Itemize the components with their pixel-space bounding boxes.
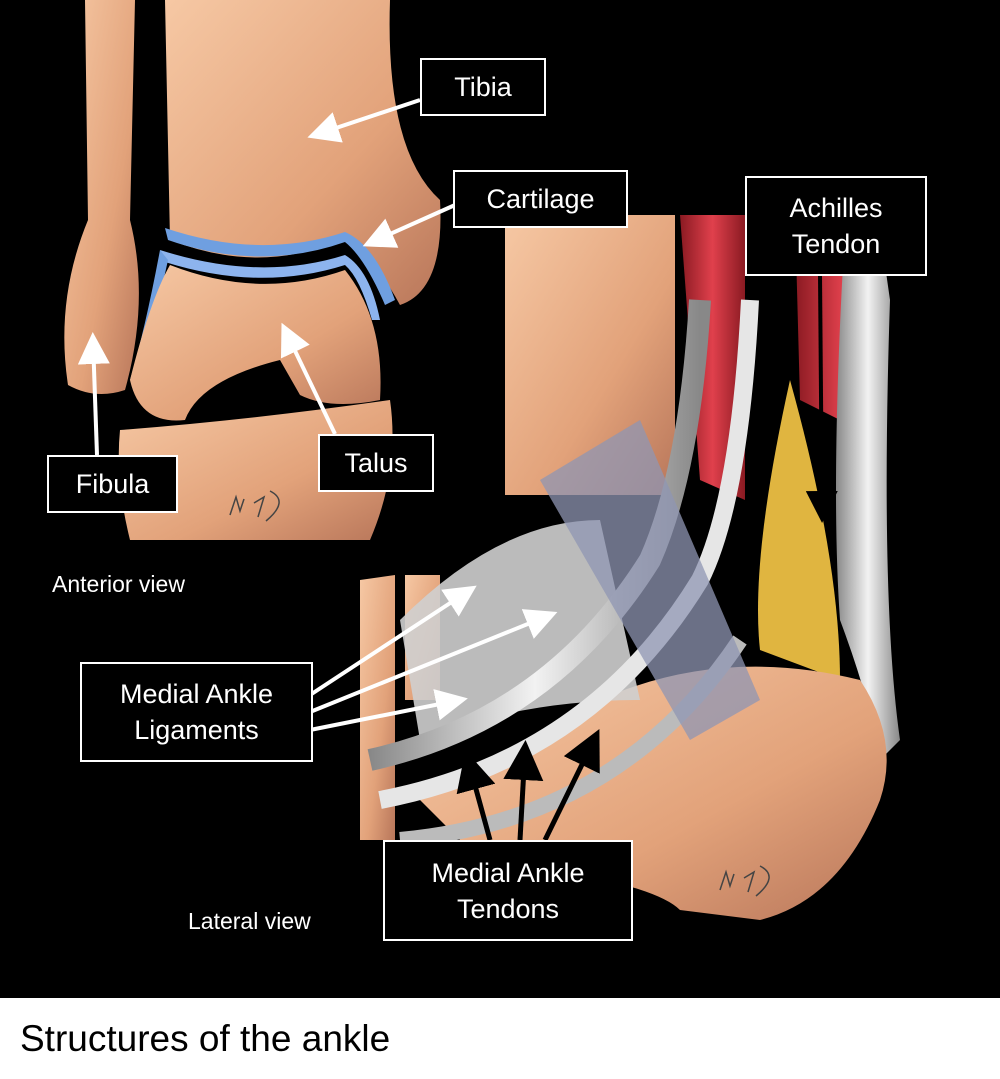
ligaments: [400, 520, 640, 740]
anterior-view-label: Anterior view: [52, 571, 185, 597]
label-text: Tendons: [456, 893, 560, 924]
cartilage-layer: [165, 228, 395, 305]
label-tibia: Tibia: [420, 58, 546, 116]
artist-signature: [229, 490, 280, 522]
label-text: Medial Ankle: [119, 679, 274, 709]
fat-pad: [758, 380, 840, 680]
label-fibula: Fibula: [47, 455, 178, 513]
anterior-view-bones: [64, 0, 441, 540]
label-talus: Talus: [318, 434, 434, 492]
label-text: Medial Ankle: [431, 857, 585, 888]
label-text: Fibula: [75, 469, 150, 499]
artist-signature-2: [719, 865, 770, 897]
label-text: Tendon: [791, 229, 881, 259]
lateral-view-label: Lateral view: [188, 908, 311, 934]
fibula-bone: [64, 0, 139, 394]
label-text: Ligaments: [134, 715, 259, 745]
label-text: Tibia: [454, 72, 512, 102]
retinaculum: [540, 420, 760, 740]
label-text: Achilles: [789, 193, 883, 223]
label-text: Talus: [344, 448, 408, 478]
label-text: Cartilage: [486, 184, 595, 214]
talus-bone: [130, 265, 381, 421]
achilles-tendon: [836, 230, 900, 760]
cartilage-lower: [160, 250, 380, 320]
foot-bone: [360, 575, 395, 840]
tibia-bone: [165, 0, 441, 305]
pointer-arrows: [77, 98, 838, 842]
figure-caption: Structures of the ankle: [20, 1018, 391, 1059]
label-cartilage: Cartilage: [453, 170, 628, 228]
